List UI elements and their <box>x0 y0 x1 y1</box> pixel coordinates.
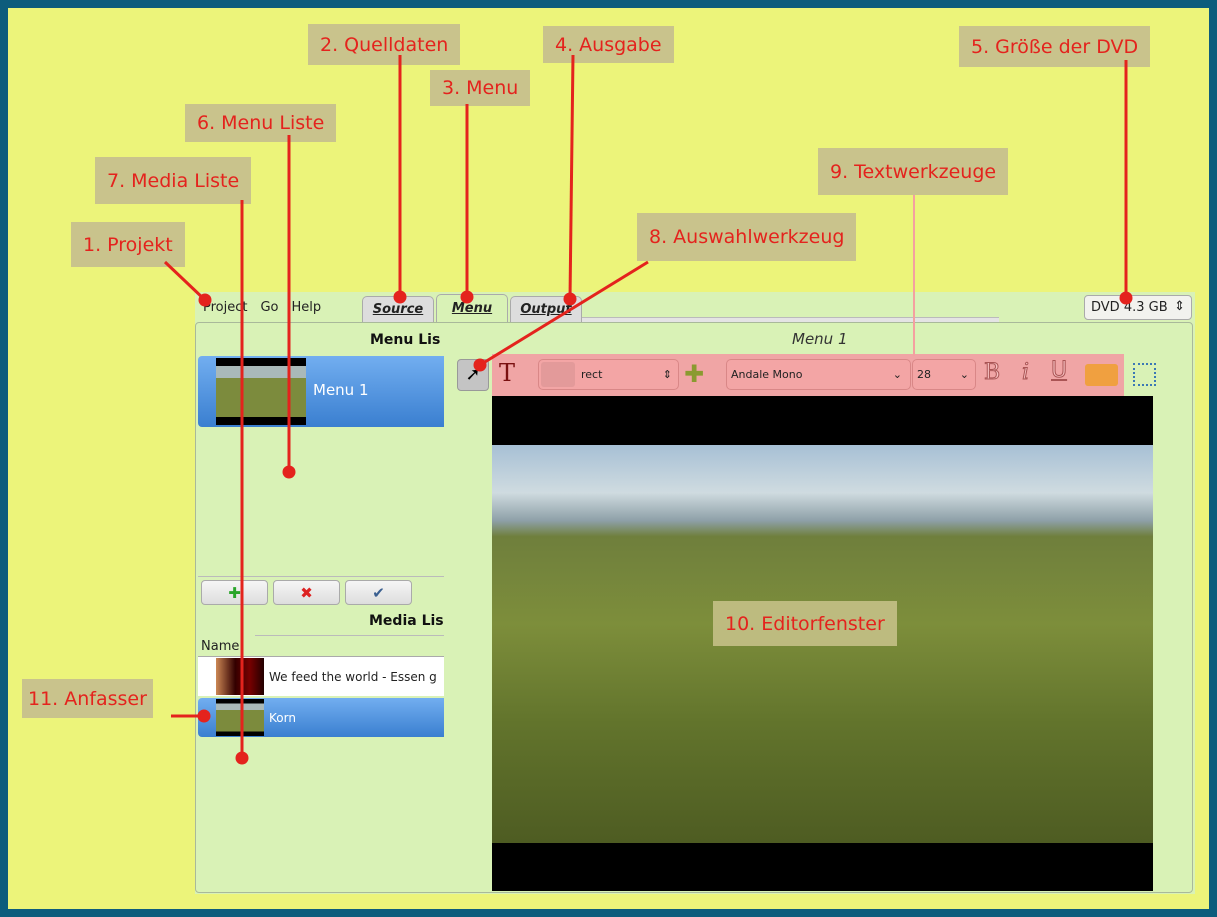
menu-go[interactable]: Go <box>260 300 279 315</box>
tab-menu[interactable]: Menu <box>436 294 508 322</box>
font-value: Andale Mono <box>731 368 803 381</box>
media-item-label: Korn <box>269 710 296 725</box>
shape-value: rect <box>581 368 603 381</box>
add-button[interactable]: ✚ <box>201 580 268 605</box>
shape-select[interactable]: rect ⇕ <box>538 359 679 390</box>
media-item-label: We feed the world - Essen g <box>269 669 437 684</box>
menu-help[interactable]: Help <box>291 300 322 315</box>
divider <box>198 576 444 577</box>
annotation-label: 8. Auswahlwerkzeug <box>637 213 857 261</box>
menu-project[interactable]: Project <box>203 300 248 315</box>
chevron-down-icon: ⌄ <box>959 368 969 381</box>
spin-arrows-icon: ⇕ <box>1174 299 1185 314</box>
font-size-value: 28 <box>917 368 931 381</box>
menu-thumbnail <box>216 358 306 425</box>
annotation-label: 1. Projekt <box>71 222 185 267</box>
media-list-item[interactable]: We feed the world - Essen g <box>198 657 444 696</box>
tab-strip <box>581 317 999 323</box>
pointer-icon: ➚ <box>465 364 481 385</box>
app-window: Project Go Help Source Menu Output DVD 4… <box>195 292 1195 894</box>
plus-icon: ✚ <box>228 583 241 602</box>
tab-output[interactable]: Output <box>510 296 582 322</box>
dvd-size-select[interactable]: DVD 4.3 GB ⇕ <box>1084 295 1192 320</box>
menu-list-item[interactable]: Menu 1 <box>198 356 444 427</box>
annotation-label: 2. Quelldaten <box>308 24 461 65</box>
spin-arrows-icon: ⇕ <box>662 368 672 381</box>
add-shape-button[interactable]: ✚ <box>684 360 705 388</box>
annotation-label: 10. Editorfenster <box>713 601 897 646</box>
name-column-header[interactable]: Name <box>201 639 240 654</box>
media-thumbnail <box>216 658 264 695</box>
font-size-select[interactable]: 28 ⌄ <box>912 359 976 390</box>
frame-tool-icon[interactable] <box>1133 363 1156 386</box>
dvd-size-value: DVD 4.3 GB <box>1091 300 1168 315</box>
italic-button[interactable]: i <box>1021 360 1030 386</box>
divider <box>198 656 444 657</box>
annotation-label: 3. Menu <box>430 70 531 106</box>
editor-title: Menu 1 <box>792 330 848 348</box>
annotation-label: 9. Textwerkzeuge <box>818 148 1009 195</box>
annotation-label: 6. Menu Liste <box>185 104 337 142</box>
text-toolbar: T rect ⇕ ✚ Andale Mono ⌄ 28 ⌄ B i U <box>492 354 1124 396</box>
tab-source[interactable]: Source <box>362 296 434 322</box>
x-icon: ✖ <box>300 583 313 602</box>
menu-list-heading: Menu Lis <box>370 332 441 348</box>
menu-item-label: Menu 1 <box>313 381 369 399</box>
color-button[interactable] <box>1085 364 1118 386</box>
main-frame <box>195 322 1193 893</box>
bold-button[interactable]: B <box>983 360 1001 386</box>
text-tool-button[interactable]: T <box>499 359 516 387</box>
delete-button[interactable]: ✖ <box>273 580 340 605</box>
menubar: Project Go Help <box>203 300 321 315</box>
font-select[interactable]: Andale Mono ⌄ <box>726 359 911 390</box>
apply-button[interactable]: ✔ <box>345 580 412 605</box>
divider <box>255 635 444 636</box>
select-tool-button[interactable]: ➚ <box>457 359 489 391</box>
media-thumbnail <box>216 699 264 736</box>
annotation-label: 5. Größe der DVD <box>959 26 1151 67</box>
media-list-item-selected[interactable]: Korn <box>198 698 444 737</box>
media-list-heading: Media Lis <box>369 613 444 629</box>
annotation-label: 11. Anfasser <box>22 679 153 718</box>
chevron-down-icon: ⌄ <box>892 368 902 381</box>
annotation-label: 7. Media Liste <box>95 157 252 204</box>
check-icon: ✔ <box>372 583 385 602</box>
annotation-label: 4. Ausgabe <box>543 26 674 63</box>
shape-swatch <box>541 362 575 387</box>
underline-button[interactable]: U <box>1050 358 1068 384</box>
